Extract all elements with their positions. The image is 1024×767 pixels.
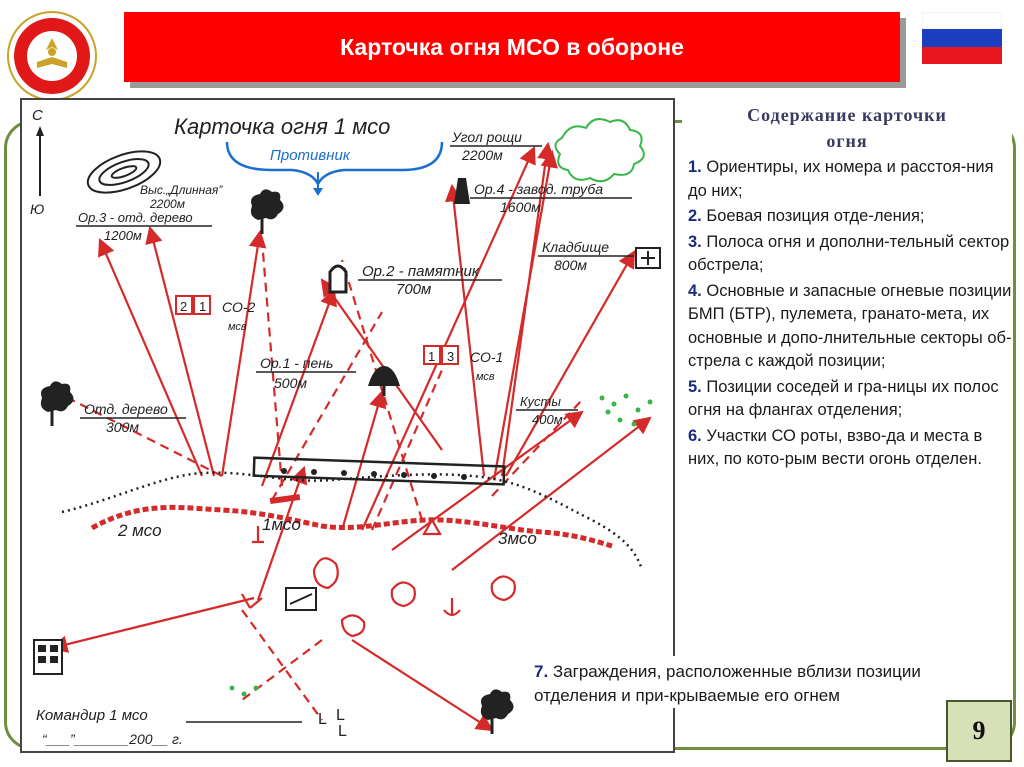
co1-sub: мсв bbox=[476, 371, 495, 383]
co2-label: СО-2 bbox=[222, 299, 256, 315]
contents-heading: Содержание карточки огня bbox=[682, 102, 1012, 154]
page-number-badge: 9 bbox=[946, 700, 1012, 762]
unit-label-2mso: 2 мсо bbox=[117, 521, 162, 540]
bushes-icon bbox=[230, 394, 653, 697]
item-number: 6. bbox=[688, 427, 702, 445]
north-arrow-icon bbox=[36, 126, 44, 196]
item-text: Участки СО роты, взво-да и места в них, … bbox=[688, 427, 982, 469]
item-number: 3. bbox=[688, 233, 702, 251]
landmark-or4-name: Ор.4 - завод. труба bbox=[474, 181, 603, 197]
mine-mark: L bbox=[338, 723, 347, 740]
landmark-height-distance: 2200м bbox=[149, 197, 185, 211]
item-number: 2. bbox=[688, 207, 702, 225]
slide-title: Карточка огня МСО в обороне bbox=[340, 34, 684, 61]
landmark-or4-distance: 1600м bbox=[500, 199, 541, 215]
enemy-label: Противник bbox=[270, 147, 351, 164]
contents-item-7: 7. Заграждения, расположенные вблизи поз… bbox=[522, 656, 954, 708]
forest-icon bbox=[555, 119, 643, 181]
monument-icon bbox=[330, 266, 346, 292]
contents-heading-line-2: огня bbox=[682, 128, 1012, 154]
contents-item: 3. Полоса огня и дополни-тельный сектор … bbox=[682, 231, 1012, 278]
landmark-or2-distance: 700м bbox=[396, 281, 431, 298]
russian-flag-icon bbox=[922, 12, 1002, 64]
landmark-cemetery-distance: 800м bbox=[554, 257, 587, 273]
landmark-bushes-name: Кусты bbox=[520, 394, 561, 409]
landmark-height-name: Выс.„Длинная” bbox=[140, 183, 223, 197]
co1-box-num-1: 1 bbox=[428, 349, 435, 364]
contents-item: 4. Основные и запасные огневые позиции Б… bbox=[682, 280, 1012, 374]
slide-title-bar: Карточка огня МСО в обороне bbox=[124, 12, 900, 82]
co2-box-num-2: 1 bbox=[199, 299, 206, 314]
contents-item: 5. Позиции соседей и гра-ницы их полос о… bbox=[682, 376, 1012, 423]
landmark-or1-name: Ор.1 - пень bbox=[260, 355, 333, 371]
card-title: Карточка огня 1 мсо bbox=[174, 114, 390, 139]
contents-item: 2. Боевая позиция отде-ления; bbox=[682, 205, 1012, 229]
item-text: Боевая позиция отде-ления; bbox=[706, 207, 924, 225]
factory-chimney-icon bbox=[454, 178, 470, 204]
unit-label-1mso: 1мсо bbox=[262, 515, 301, 534]
item-number: 5. bbox=[688, 378, 702, 396]
landmark-corner-name: Угол рощи bbox=[451, 129, 522, 145]
landmark-corner-distance: 2200м bbox=[461, 147, 503, 163]
landmark-or2-name: Ор.2 - памятник bbox=[362, 263, 480, 280]
landmark-or3-distance: 1200м bbox=[104, 228, 142, 243]
item-number: 4. bbox=[688, 282, 702, 300]
south-label: Ю bbox=[30, 201, 44, 217]
tree-icon bbox=[251, 189, 284, 234]
contents-item: 1. Ориентиры, их номера и расстоя-ния до… bbox=[682, 156, 1012, 203]
tree-icon bbox=[41, 381, 74, 426]
obstacle-block-icon bbox=[34, 640, 62, 674]
co1-label: СО-1 bbox=[470, 349, 503, 365]
tree-icon bbox=[481, 689, 514, 734]
landmark-or3-name: Ор.3 - отд. дерево bbox=[78, 210, 193, 225]
item-number: 1. bbox=[688, 158, 702, 176]
north-label: С bbox=[32, 107, 43, 124]
contents-item: 6. Участки СО роты, взво-да и места в ни… bbox=[682, 425, 1012, 472]
co2-sub: мсв bbox=[228, 321, 247, 333]
academy-emblem-icon bbox=[6, 10, 98, 102]
item-number: 7. bbox=[534, 662, 548, 681]
landmark-bushes-distance: 400м bbox=[532, 412, 563, 427]
item-text: Ориентиры, их номера и расстоя-ния до ни… bbox=[688, 158, 994, 200]
co1-box-num-2: 3 bbox=[447, 349, 454, 364]
cemetery-icon bbox=[636, 248, 660, 268]
command-post-icon bbox=[286, 588, 316, 610]
unit-label-3mso: 3мсо bbox=[498, 529, 537, 548]
landmark-cemetery-name: Кладбище bbox=[542, 239, 609, 255]
contents-heading-line-1: Содержание карточки bbox=[682, 102, 1012, 128]
card-contents-panel: Содержание карточки огня 1. Ориентиры, и… bbox=[682, 100, 1012, 472]
stump-icon bbox=[368, 366, 400, 396]
mine-mark: L bbox=[318, 711, 327, 728]
item-text: Основные и запасные огневые позиции БМП … bbox=[688, 282, 1011, 371]
item-text: Позиции соседей и гра-ницы их полос огня… bbox=[688, 378, 999, 420]
co2-box-num-1: 2 bbox=[180, 299, 187, 314]
co1-sector-box: 1 3 СО-1 мсв bbox=[424, 346, 503, 383]
item-text: Полоса огня и дополни-тельный сектор обс… bbox=[688, 233, 1009, 275]
co2-sector-box: 2 1 СО-2 мсв bbox=[176, 296, 256, 333]
landmark-tree-name: Отд. дерево bbox=[84, 401, 168, 417]
fire-card-scheme: С Ю Карточка огня 1 мсо Противник bbox=[20, 98, 675, 753]
item-text: Заграждения, расположенные вблизи позици… bbox=[534, 662, 921, 705]
signature-date: “___”_______200__ г. bbox=[42, 731, 183, 747]
commander-signature: Командир 1 мсо bbox=[36, 707, 148, 724]
landmark-tree-distance: 300м bbox=[106, 419, 139, 435]
mine-mark: L bbox=[336, 707, 345, 724]
page-number: 9 bbox=[973, 716, 986, 746]
landmark-or1-distance: 500м bbox=[274, 375, 307, 391]
